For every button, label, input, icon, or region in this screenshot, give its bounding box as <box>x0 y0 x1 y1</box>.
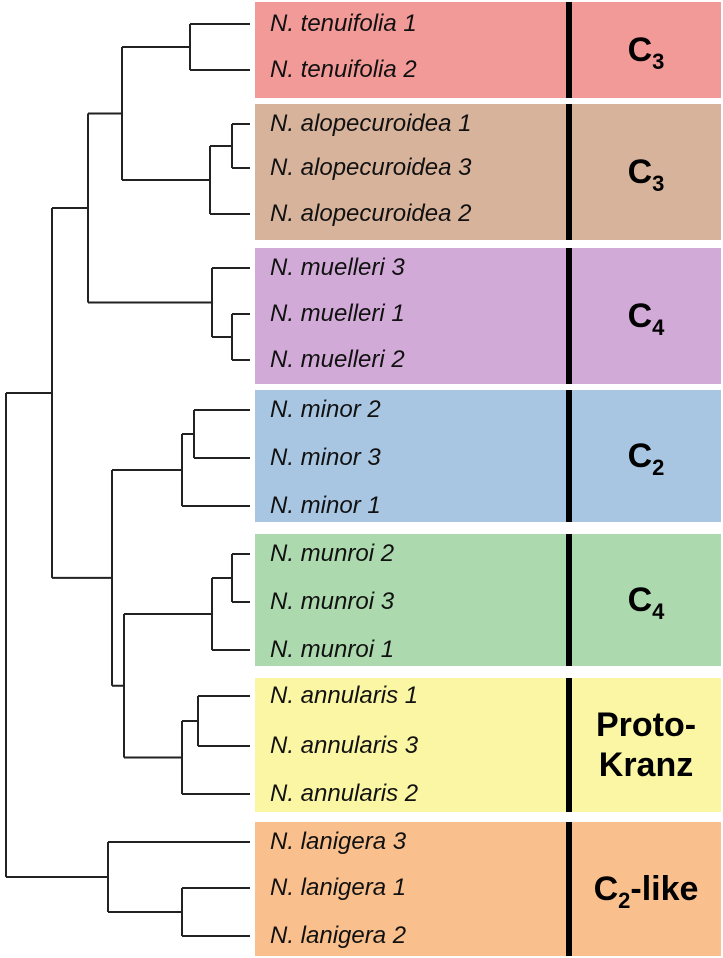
taxon-label: N. munroi 2 <box>270 540 395 567</box>
taxon-label: N. lanigera 1 <box>270 874 407 901</box>
type-label-subscript: 4 <box>652 315 665 340</box>
type-label-text: C4 <box>627 296 665 339</box>
clade-band-annularis <box>255 678 721 812</box>
type-label-main: C <box>627 297 653 335</box>
taxon-label: N. lanigera 3 <box>270 828 407 855</box>
type-label-main: C <box>627 153 653 191</box>
type-label-text: C3 <box>627 152 665 195</box>
clade-band-munroi <box>255 534 721 666</box>
taxon-label: N. alopecuroidea 1 <box>270 110 472 137</box>
type-label-suffix: Kranz <box>598 746 694 784</box>
taxon-label: N. minor 2 <box>270 396 381 423</box>
type-label-text: C4 <box>627 580 665 623</box>
type-label-subscript: 3 <box>652 171 665 196</box>
taxon-label: N. annularis 1 <box>270 682 419 709</box>
type-label-main: C <box>627 437 653 475</box>
taxon-label: N. munroi 1 <box>270 636 395 663</box>
taxon-label: N. tenuifolia 1 <box>270 10 417 37</box>
clade-band-muelleri <box>255 248 721 384</box>
group-divider-bar <box>566 678 572 812</box>
taxon-label: N. annularis 3 <box>270 732 419 759</box>
type-label-text: C2-like <box>593 869 699 912</box>
group-divider-bar <box>566 248 572 384</box>
taxon-label: N. minor 3 <box>270 444 381 471</box>
photosynthesis-type-label: C4 <box>572 534 720 666</box>
type-label-subscript: 2 <box>652 455 665 480</box>
taxon-label: N. munroi 3 <box>270 588 395 615</box>
taxon-label: N. tenuifolia 2 <box>270 56 417 83</box>
clade-band-minor <box>255 390 721 522</box>
photosynthesis-type-label: C2 <box>572 390 720 522</box>
type-label-main: C <box>627 581 653 619</box>
taxon-label: N. muelleri 3 <box>270 254 405 281</box>
clade-band-lanigera <box>255 822 721 956</box>
group-divider-bar <box>566 534 572 666</box>
photosynthesis-type-label: Proto-Kranz <box>572 678 720 812</box>
type-label-main: C <box>593 870 619 908</box>
taxon-label: N. alopecuroidea 3 <box>270 154 472 181</box>
phylogenetic-tree <box>5 23 250 937</box>
taxon-label: N. annularis 2 <box>270 780 419 807</box>
taxon-label: N. minor 1 <box>270 492 381 519</box>
clade-band-tenuifolia <box>255 2 721 98</box>
type-label-subscript: 2 <box>618 888 631 913</box>
taxon-label: N. alopecuroidea 2 <box>270 200 472 227</box>
type-label-text: Proto-Kranz <box>596 705 696 785</box>
type-label-subscript: 3 <box>652 49 665 74</box>
group-divider-bar <box>566 104 572 240</box>
group-divider-bar <box>566 822 572 956</box>
type-label-suffix: -like <box>630 870 699 908</box>
photosynthesis-type-label: C4 <box>572 248 720 384</box>
clade-band-alopecuroidea <box>255 104 721 240</box>
group-divider-bar <box>566 2 572 98</box>
taxon-label: N. muelleri 2 <box>270 346 405 373</box>
photosynthesis-type-label: C3 <box>572 104 720 240</box>
type-label-main: C <box>627 31 653 69</box>
type-label-subscript: 4 <box>652 599 665 624</box>
photosynthesis-type-label: C2-like <box>572 822 720 956</box>
type-label-main: Proto- <box>595 706 697 744</box>
taxon-label: N. muelleri 1 <box>270 300 405 327</box>
group-divider-bar <box>566 390 572 522</box>
type-label-text: C2 <box>627 436 665 479</box>
type-label-text: C3 <box>627 30 665 73</box>
taxon-label: N. lanigera 2 <box>270 922 407 949</box>
photosynthesis-type-label: C3 <box>572 2 720 98</box>
